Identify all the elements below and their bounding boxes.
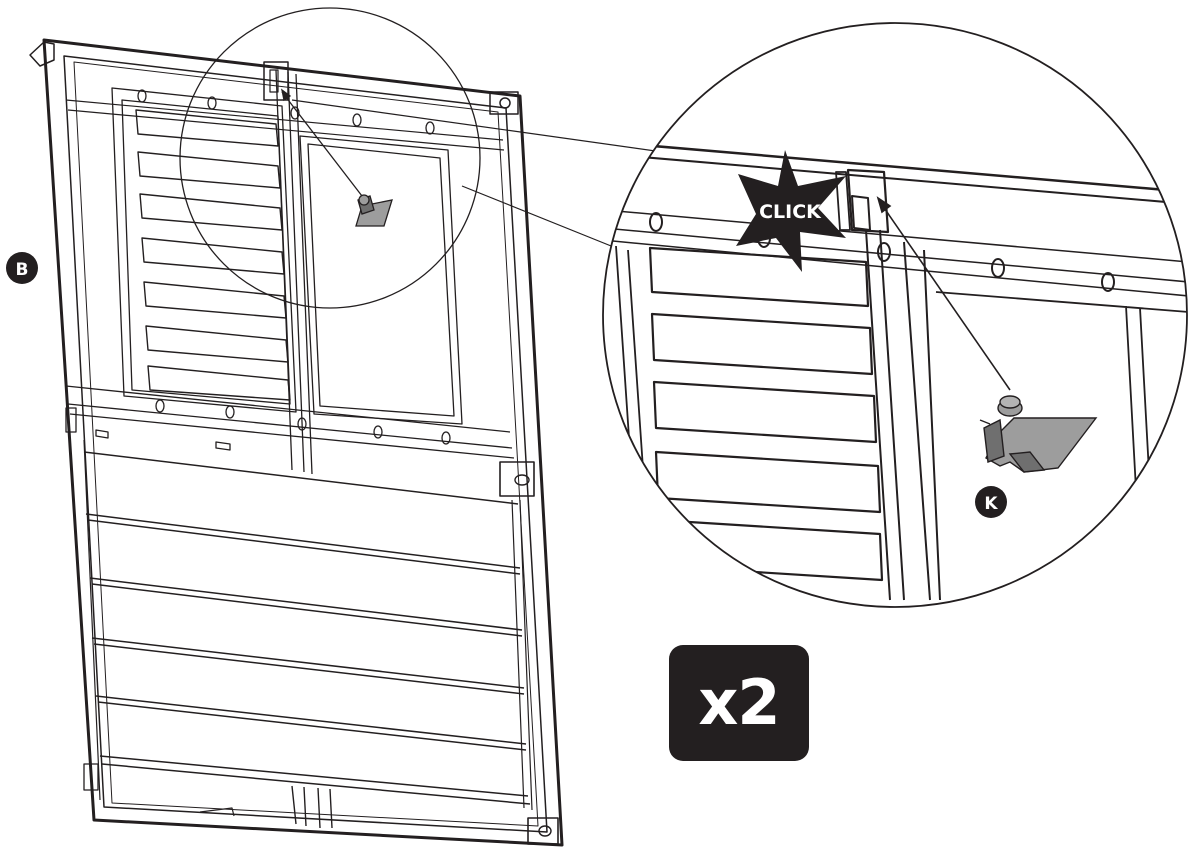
- label-k-text: K: [984, 494, 998, 514]
- label-k-badge: K: [975, 486, 1007, 518]
- panel-inner-frame-2: [73, 61, 539, 827]
- left-louvers: [135, 109, 291, 401]
- middle-rail-holes: [155, 399, 451, 445]
- right-window-frame: [299, 135, 463, 425]
- part-k-block: [983, 418, 1005, 463]
- zoom-detail: [602, 22, 1188, 608]
- top-latch: [263, 61, 289, 101]
- insert-arrow-large: [876, 196, 1011, 391]
- bottom-center-notch: [291, 785, 333, 829]
- insert-arrow-small: [281, 88, 363, 197]
- click-burst: CLICK: [736, 150, 846, 272]
- top-right-clip: [489, 91, 519, 115]
- panel-outer-frame: [42, 38, 564, 847]
- detail-circle-small: [179, 7, 481, 309]
- panel-inner-frame: [63, 55, 548, 833]
- label-b-text: B: [16, 260, 29, 280]
- left-hinge-bottom: [83, 763, 99, 791]
- quantity-label: x2: [698, 666, 780, 739]
- left-window-frame: [111, 87, 297, 413]
- burst-star-shape: [736, 150, 846, 272]
- lower-slats: [83, 451, 531, 805]
- middle-rail: [65, 385, 515, 459]
- rail-pins: [95, 429, 231, 451]
- right-hinge-mid: [499, 461, 535, 497]
- top-rail: [65, 99, 505, 151]
- part-k-notch: [1008, 451, 1046, 473]
- right-hinge-bottom: [527, 817, 559, 845]
- quantity-badge: x2: [669, 645, 809, 761]
- left-hinge-mid: [65, 407, 77, 433]
- label-b-badge: B: [6, 252, 38, 284]
- click-label: CLICK: [759, 201, 822, 223]
- part-k-small: [355, 194, 393, 227]
- top-left-tab: [29, 41, 55, 67]
- part-k-large: [979, 395, 1098, 473]
- panel-b: [29, 38, 564, 847]
